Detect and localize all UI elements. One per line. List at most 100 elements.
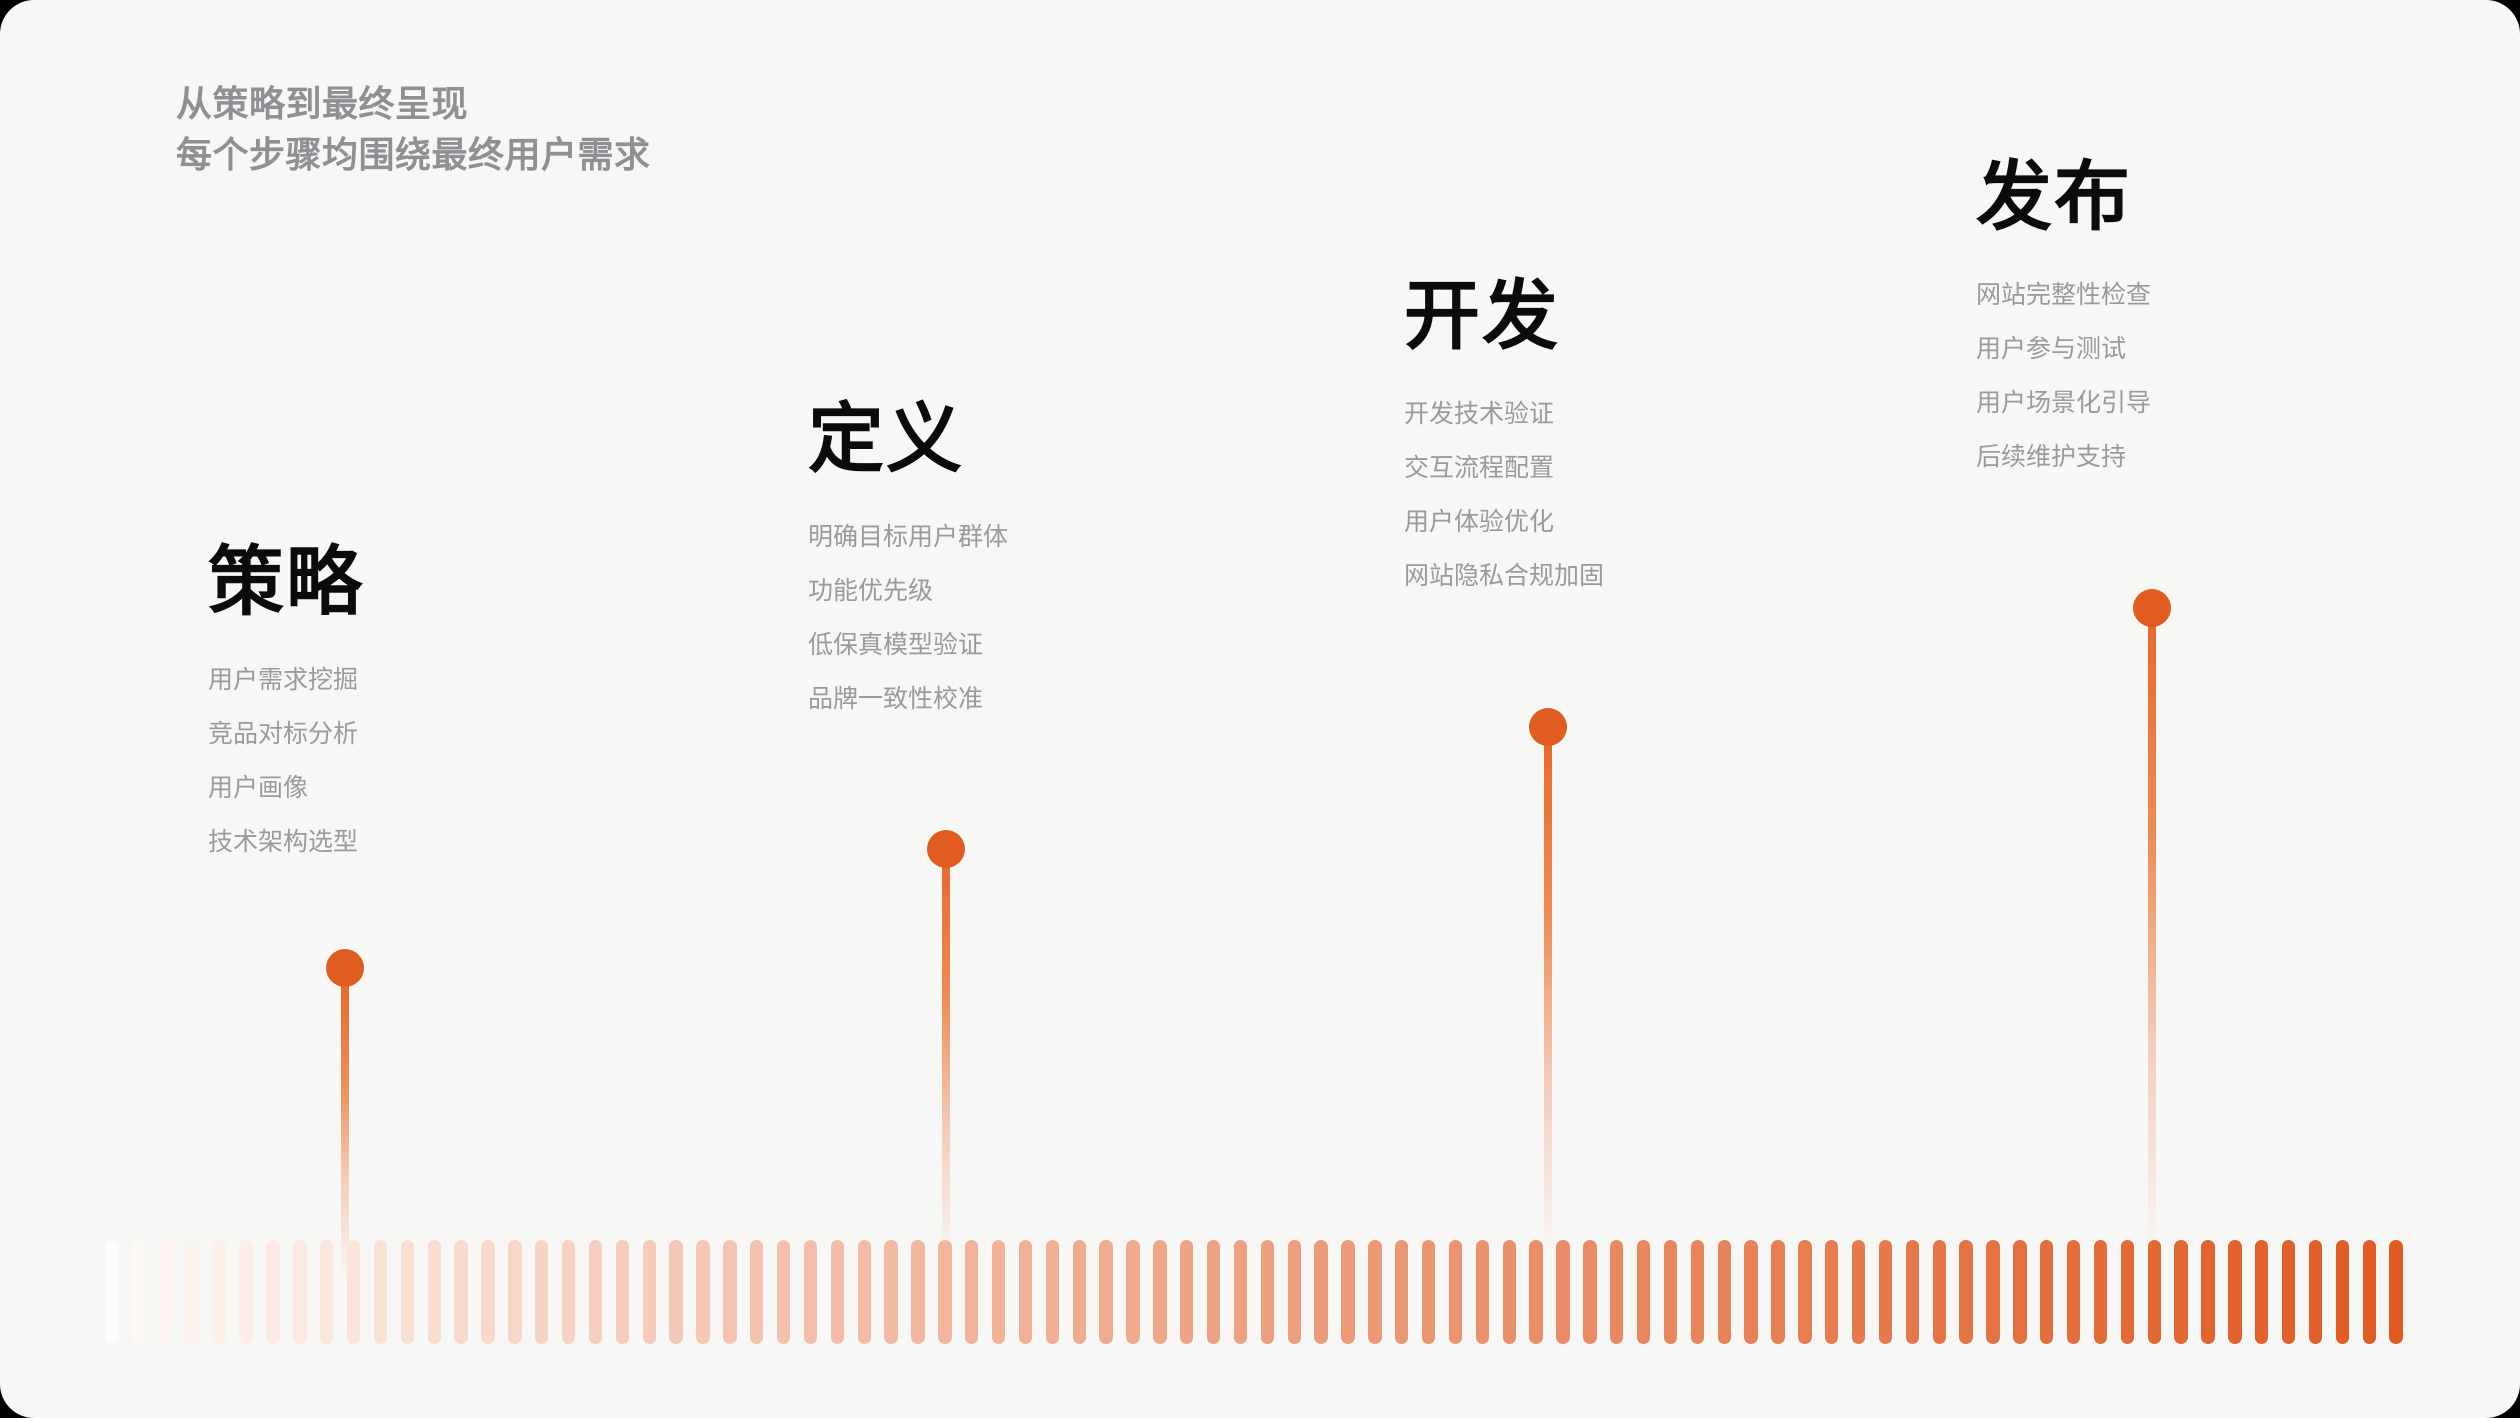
stage-launch[interactable]: 发布 网站完整性检查 用户参与测试 用户场景化引导 后续维护支持 — [1976, 157, 2152, 471]
gradient-bar — [1368, 1240, 1382, 1344]
gradient-bar — [1717, 1240, 1731, 1344]
gradient-bar — [750, 1240, 764, 1344]
list-item: 功能优先级 — [808, 576, 934, 605]
marker-dot-icon — [1529, 708, 1567, 746]
gradient-bar — [965, 1240, 979, 1344]
gradient-bar — [1932, 1240, 1946, 1344]
gradient-bar — [2281, 1240, 2296, 1344]
gradient-bar — [2201, 1240, 2215, 1344]
gradient-bar — [938, 1240, 952, 1344]
list-item: 品牌一致性校准 — [808, 684, 984, 713]
stage-title-define: 定义 — [808, 397, 964, 482]
gradient-bar — [588, 1240, 603, 1344]
gradient-bar — [1744, 1240, 1758, 1344]
gradient-bar — [1206, 1240, 1221, 1344]
list-item: 用户画像 — [208, 773, 309, 802]
gradient-bar — [158, 1240, 173, 1344]
stage-develop[interactable]: 开发 开发技术验证 交互流程配置 用户体验优化 网站隐私合规加固 — [1404, 274, 1605, 590]
gradient-bar — [1690, 1240, 1705, 1344]
gradient-bar — [1421, 1240, 1436, 1344]
gradient-bar — [1233, 1240, 1248, 1344]
gradient-bar — [1395, 1240, 1409, 1344]
gradient-bar — [2362, 1240, 2376, 1344]
stage-title-develop: 开发 — [1404, 274, 1560, 359]
list-item: 网站完整性检查 — [1976, 280, 2152, 309]
stage-define[interactable]: 定义 明确目标用户群体 功能优先级 低保真模型验证 品牌一致性校准 — [808, 397, 1008, 713]
marker-stem-icon — [2148, 622, 2156, 1252]
gradient-bar — [535, 1240, 549, 1344]
gradient-bar — [1771, 1240, 1785, 1344]
header-line-1: 从策略到最终呈现 — [176, 83, 469, 124]
gradient-bar — [400, 1240, 415, 1344]
gradient-bar — [346, 1240, 361, 1344]
gradient-bar — [2255, 1240, 2269, 1344]
stage-strategy[interactable]: 策略 用户需求挖掘 竞品对标分析 用户画像 技术架构选型 — [208, 542, 364, 856]
gradient-bar — [1126, 1240, 1140, 1344]
list-item: 竞品对标分析 — [208, 719, 359, 748]
marker-stem-icon — [942, 863, 950, 1263]
gradient-bar — [1045, 1240, 1060, 1344]
gradient-bar-strip — [105, 1240, 2417, 1344]
gradient-bar — [1018, 1240, 1033, 1344]
stage-items-launch: 网站完整性检查 用户参与测试 用户场景化引导 后续维护支持 — [1976, 280, 2152, 471]
gradient-bar — [1260, 1240, 1275, 1344]
list-item: 后续维护支持 — [1976, 442, 2127, 471]
gradient-bar — [1986, 1240, 2000, 1344]
gradient-bar — [1314, 1240, 1328, 1344]
gradient-bar — [1448, 1240, 1463, 1344]
gradient-bar — [803, 1240, 818, 1344]
gradient-bar — [1636, 1240, 1651, 1344]
list-item: 交互流程配置 — [1404, 453, 1555, 482]
gradient-bar — [2308, 1240, 2323, 1344]
list-item: 用户体验优化 — [1404, 507, 1555, 536]
gradient-bar — [427, 1240, 441, 1344]
gradient-bar — [105, 1240, 119, 1344]
list-item: 低保真模型验证 — [808, 630, 984, 659]
gradient-bar — [1475, 1240, 1490, 1344]
gradient-bar — [1072, 1240, 1086, 1344]
gradient-bar — [1529, 1240, 1543, 1344]
gradient-bar — [857, 1240, 871, 1344]
gradient-bar — [1502, 1240, 1516, 1344]
list-item: 开发技术验证 — [1404, 399, 1555, 428]
gradient-bar — [185, 1240, 200, 1344]
gradient-bar — [373, 1240, 388, 1344]
gradient-bar — [2228, 1240, 2242, 1344]
gradient-bar — [266, 1240, 280, 1344]
gradient-bar — [1341, 1240, 1355, 1344]
gradient-bar — [2147, 1240, 2161, 1344]
stage-items-define: 明确目标用户群体 功能优先级 低保真模型验证 品牌一致性校准 — [808, 524, 1008, 713]
gradient-bar — [2120, 1240, 2135, 1344]
gradient-bar — [2040, 1240, 2054, 1344]
gradient-bar — [320, 1240, 334, 1344]
gradient-bar — [723, 1240, 737, 1344]
page-header: 从策略到最终呈现 每个步骤均围绕最终用户需求 — [176, 78, 651, 180]
gradient-bar — [1287, 1240, 1301, 1344]
list-item: 用户需求挖掘 — [208, 665, 359, 694]
gradient-bar — [1825, 1240, 1839, 1344]
marker-stem-icon — [1544, 741, 1552, 1253]
gradient-bar — [1798, 1240, 1812, 1344]
gradient-bar — [1905, 1240, 1920, 1344]
gradient-bar — [1959, 1240, 1973, 1344]
gradient-bar — [1851, 1240, 1866, 1344]
marker-dot-icon — [2133, 589, 2171, 627]
gradient-bar — [830, 1240, 845, 1344]
stage-items-develop: 开发技术验证 交互流程配置 用户体验优化 网站隐私合规加固 — [1404, 399, 1605, 590]
list-item: 技术架构选型 — [208, 827, 359, 856]
gradient-bar — [669, 1240, 683, 1344]
list-item: 网站隐私合规加固 — [1404, 561, 1605, 590]
gradient-bar — [1099, 1240, 1113, 1344]
marker-stem-icon — [341, 982, 349, 1277]
gradient-bar — [2013, 1240, 2027, 1344]
gradient-bar — [911, 1240, 925, 1344]
gradient-bar — [1583, 1240, 1597, 1344]
header-line-2: 每个步骤均围绕最终用户需求 — [176, 134, 651, 176]
gradient-bar — [2093, 1240, 2108, 1344]
gradient-bar — [615, 1240, 630, 1344]
gradient-bar — [561, 1240, 576, 1344]
gradient-bar — [239, 1240, 253, 1344]
gradient-bar — [2174, 1240, 2188, 1344]
gradient-bar — [884, 1240, 898, 1344]
